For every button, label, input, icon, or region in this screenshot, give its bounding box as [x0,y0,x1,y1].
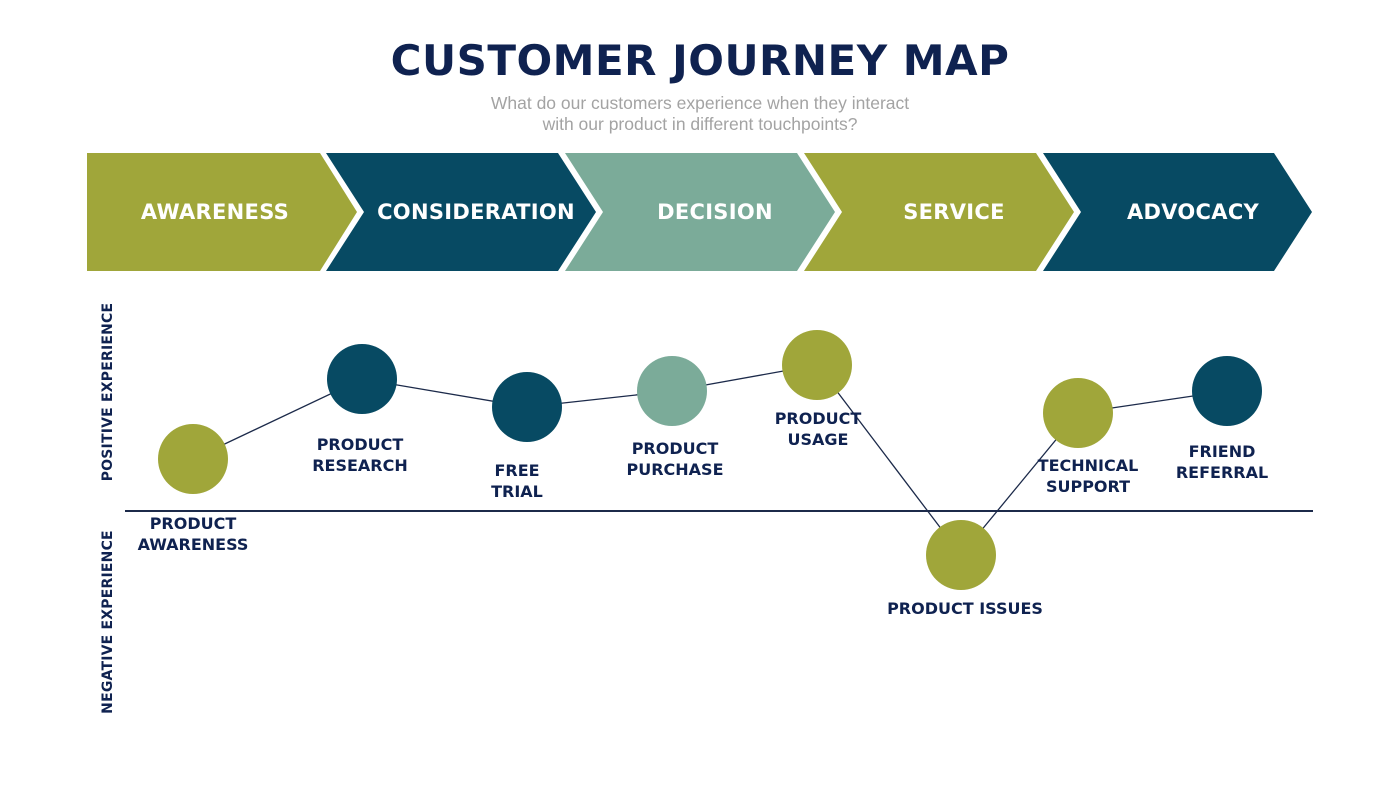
stage-service-label: SERVICE [903,200,1005,224]
stage-advocacy-label: ADVOCACY [1126,200,1260,224]
subtitle-line-1: What do our customers experience when th… [490,93,910,113]
stage-decision-label: DECISION [657,200,773,224]
touchpoint-dot-product-issues [926,520,996,590]
touchpoint-dot-product-research [327,344,397,414]
touchpoint-label-product-research: PRODUCT RESEARCH [312,435,408,475]
touchpoint-dot-product-purchase [637,356,707,426]
touchpoint-dot-friend-referral [1192,356,1262,426]
touchpoint-label-product-purchase: PRODUCT PURCHASE [626,439,724,479]
touchpoint-dot-product-usage [782,330,852,400]
touchpoint-label-product-usage: PRODUCT USAGE [774,409,862,449]
stage-awareness-label: AWARENESS [140,200,290,224]
stage-consideration-label: CONSIDERATION [377,200,575,224]
touchpoint-label-product-issues: PRODUCT ISSUES [887,599,1043,618]
subtitle-line-2: with our product in different touchpoint… [542,114,858,134]
touchpoint-label-friend-referral: FRIEND REFERRAL [1175,442,1269,482]
touchpoint-dot-free-trial [492,372,562,442]
axis-positive-label: POSITIVE EXPERIENCE [100,302,116,482]
touchpoint-dot-technical-support [1043,378,1113,448]
touchpoint-label-technical-support: TECHNICAL SUPPORT [1037,456,1139,496]
page-title: CUSTOMER JOURNEY MAP [390,36,1010,85]
touchpoint-label-free-trial: FREE TRIAL [491,461,543,501]
page-subtitle: What do our customers experience when th… [0,93,1400,135]
touchpoint-label-product-awareness: PRODUCT AWARENESS [137,514,249,554]
touchpoint-dot-product-awareness [158,424,228,494]
